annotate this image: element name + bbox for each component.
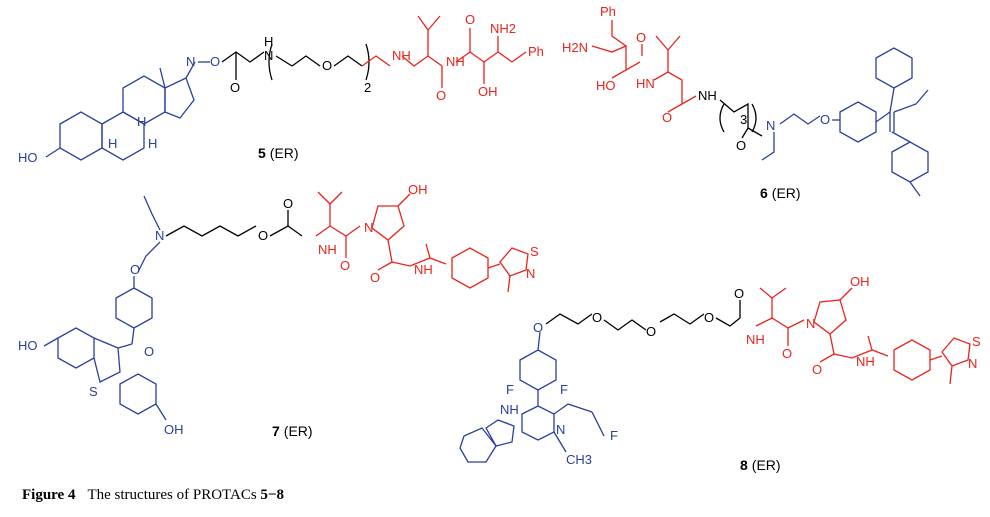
compound-7-linker-o: O <box>258 228 268 243</box>
compound-5-hydroxyl-label: HO <box>18 150 38 165</box>
compound-6-nh: NH <box>698 88 717 103</box>
compound-7-label: 7(ER) <box>272 423 313 439</box>
compound-6-number: 6 <box>760 185 768 201</box>
compound-8-label: 8(ER) <box>740 457 781 473</box>
protac-structures-figure: HO H H H N O O N H O 2 <box>18 4 981 473</box>
compound-6-e3-ligand <box>591 20 697 113</box>
compound-7-thiazole-s: S <box>530 244 539 259</box>
compound-8-amide-nh: NH <box>856 354 875 369</box>
compound-8-peg-o-3: O <box>704 310 714 325</box>
compound-8-pyrrolidine-n: N <box>806 316 815 331</box>
compound-6-linker <box>719 99 763 139</box>
compound-6-amine-n: N <box>766 118 775 133</box>
compound-7-ketone-o: O <box>144 344 154 359</box>
compound-5-oxime-n: N <box>186 54 195 69</box>
compound-5-oxime-o: O <box>210 54 220 69</box>
compound-8-f-2: F <box>560 382 568 397</box>
compound-8-peg-o-1: O <box>592 310 602 325</box>
compound-7-oh: OH <box>164 422 184 437</box>
compound-7-s: S <box>89 384 98 399</box>
compound-8-thiazole-s: S <box>972 334 981 349</box>
compound-6: Ph H2N O HO HN O NH 3 O <box>562 4 929 201</box>
compound-7-thiazole-n: N <box>526 266 535 281</box>
compound-6-ether-o: O <box>820 112 830 127</box>
compound-6-alkyl-repeat: 3 <box>740 112 747 127</box>
compound-7-ho: HO <box>18 338 38 353</box>
compound-8-peg-o-2: O <box>646 324 656 339</box>
compound-5: HO H H H N O O N H O 2 <box>18 12 544 165</box>
compound-5-nh-1: NH <box>392 48 411 63</box>
compound-8-vhl-ligand <box>755 287 971 385</box>
compound-6-o-1: O <box>636 30 646 45</box>
compound-5-h-label: H <box>137 114 146 129</box>
compound-5-e3-ligand <box>361 15 527 88</box>
compound-7-vhl-ligand <box>315 191 529 293</box>
compound-5-h-label-2: H <box>108 136 117 151</box>
compound-5-estradiol-core <box>45 61 210 161</box>
compound-8-f-1: F <box>506 382 514 397</box>
compound-6-hn: HN <box>636 76 655 91</box>
compound-8-ether-o: O <box>533 320 543 335</box>
compound-7-target: (ER) <box>284 423 313 439</box>
compound-7-number: 7 <box>272 423 280 439</box>
compound-8-target-ligand <box>459 331 605 463</box>
compound-6-h2n: H2N <box>562 40 588 55</box>
compound-5-linker <box>221 43 370 81</box>
compound-6-ph: Ph <box>600 4 616 19</box>
compound-5-amide-n: N <box>264 48 273 63</box>
compound-5-ether-o: O <box>322 58 332 73</box>
compound-7-carbonyl-o: O <box>283 196 293 211</box>
compound-6-carbonyl-o: O <box>736 138 746 153</box>
figure-caption: Figure 4 The structures of PROTACs 5−8 <box>22 487 284 504</box>
compound-7-pyrrolidine-n: N <box>364 220 373 235</box>
compound-5-h-label-3: H <box>148 136 157 151</box>
compound-7-raloxifene-core <box>43 195 167 421</box>
compound-5-o-2: O <box>465 12 475 27</box>
figure-caption-text: The structures of PROTACs <box>87 487 261 503</box>
compound-6-label: 6(ER) <box>760 185 801 201</box>
compound-7-nh: NH <box>318 242 337 257</box>
compound-7-o-1: O <box>340 258 350 273</box>
compound-8-nh: NH <box>746 332 765 347</box>
compound-7-linker <box>165 210 303 237</box>
compound-5-number: 5 <box>258 145 266 161</box>
compound-5-label: 5(ER) <box>258 145 299 161</box>
compound-6-o-2: O <box>662 110 672 125</box>
compound-5-oh: OH <box>478 84 498 99</box>
compound-8-linker <box>545 300 741 331</box>
compound-5-ph: Ph <box>528 44 544 59</box>
compound-5-peg-repeat: 2 <box>364 80 371 95</box>
compound-8-number: 8 <box>740 457 748 473</box>
compound-6-ho: HO <box>596 78 616 93</box>
compound-8-indole-nh: NH <box>500 402 519 417</box>
compound-8-o-2: O <box>812 362 822 377</box>
compound-7-oh: OH <box>408 182 428 197</box>
compound-6-target: (ER) <box>772 185 801 201</box>
compound-7-o-2: O <box>370 270 380 285</box>
compound-7-amine-n: N <box>155 228 164 243</box>
compound-7: N O O HO S OH O O NH <box>18 182 539 439</box>
compound-8-f-3: F <box>610 428 618 443</box>
compound-5-target: (ER) <box>270 145 299 161</box>
figure-caption-label: Figure 4 <box>22 487 76 503</box>
compound-8-thiazole-n: N <box>968 356 977 371</box>
compound-5-amide-h: H <box>264 34 273 49</box>
compound-6-tamoxifen-core <box>761 47 929 197</box>
compound-5-o-1: O <box>436 88 446 103</box>
compound-8-oh: OH <box>850 274 870 289</box>
figure-caption-range: 5−8 <box>260 487 284 503</box>
compound-5-nh2: NH2 <box>490 21 516 36</box>
compound-7-amide-nh: NH <box>414 262 433 277</box>
compound-8-o-1: O <box>782 346 792 361</box>
compound-8-carbonyl-o: O <box>734 286 744 301</box>
compound-5-nh-2: NH <box>446 54 465 69</box>
compound-8: O F F NH N F CH3 O O O O <box>459 274 981 473</box>
compound-7-ether-o: O <box>130 262 140 277</box>
compound-8-ch3: CH3 <box>566 452 592 467</box>
compound-5-carbonyl-o: O <box>230 80 240 95</box>
compound-8-n: N <box>556 422 565 437</box>
compound-8-target: (ER) <box>752 457 781 473</box>
